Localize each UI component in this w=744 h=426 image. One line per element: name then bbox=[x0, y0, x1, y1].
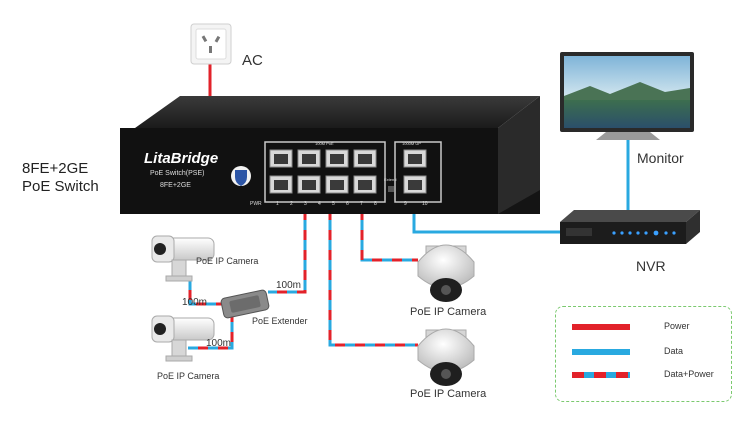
poe-extender-icon bbox=[220, 289, 270, 319]
extender-label: PoE Extender bbox=[252, 316, 308, 326]
cam-bottom-left-label: PoE IP Camera bbox=[157, 371, 220, 381]
uplink-port-number: 10 bbox=[422, 201, 428, 207]
switch-sub2: 8FE+2GE bbox=[160, 182, 191, 189]
pwr-label: PWR bbox=[250, 201, 262, 207]
dome-camera-top-icon bbox=[417, 244, 475, 302]
port-number: 7 bbox=[360, 201, 363, 207]
cable-port5-dome-bottom bbox=[328, 210, 418, 347]
legend bbox=[555, 306, 732, 402]
poe-group-label: 100M PoE bbox=[315, 141, 334, 146]
port-number: 2 bbox=[290, 201, 293, 207]
monitor-icon bbox=[560, 52, 694, 140]
up-group-label: 1000M UP bbox=[402, 141, 421, 146]
switch-sub1: PoE Switch(PSE) bbox=[150, 170, 205, 177]
legend-label-power: Power bbox=[664, 321, 690, 331]
cable-extender-cam2 bbox=[188, 312, 234, 350]
poe-port-top-1-jack bbox=[274, 154, 288, 164]
cable-switch-nvr bbox=[412, 210, 560, 234]
poe-port-bottom-2-jack bbox=[302, 180, 316, 190]
dome-camera-bottom-icon bbox=[417, 328, 475, 386]
switch-ports bbox=[269, 149, 427, 194]
bullet-camera-bottom-icon bbox=[151, 315, 215, 362]
ac-label: AC bbox=[242, 52, 263, 69]
port-number: 5 bbox=[332, 201, 335, 207]
poe-port-bottom-4-jack bbox=[358, 180, 372, 190]
uplink-port-bottom-jack bbox=[408, 180, 422, 190]
bullet-camera-top-icon bbox=[151, 235, 215, 282]
port-number: 6 bbox=[346, 201, 349, 207]
switch-type-label: PoE Switch bbox=[22, 178, 99, 195]
cam-top-left-label: PoE IP Camera bbox=[196, 256, 259, 266]
dist-ext-cam1: 100m bbox=[182, 297, 208, 308]
dist-ext-cam2: 100m bbox=[206, 338, 232, 349]
poe-port-top-3-jack bbox=[330, 154, 344, 164]
uplink-port-number: 9 bbox=[404, 201, 407, 207]
cable-extender-cam1 bbox=[188, 278, 226, 306]
cable-port3-extender bbox=[268, 210, 307, 294]
poe-port-bottom-1-jack bbox=[274, 180, 288, 190]
uplink-port-top-jack bbox=[408, 154, 422, 164]
ac-outlet-icon bbox=[190, 23, 232, 65]
port-number: 4 bbox=[318, 201, 321, 207]
nvr-label: NVR bbox=[636, 258, 666, 274]
nvr-icon bbox=[560, 210, 700, 244]
dist-ext-switch: 100m bbox=[276, 280, 302, 291]
port-number: 8 bbox=[374, 201, 377, 207]
legend-label-both: Data+Power bbox=[664, 369, 714, 379]
cable-port7-dome-top bbox=[360, 210, 418, 262]
monitor-label: Monitor bbox=[637, 150, 684, 166]
poe-switch bbox=[120, 96, 540, 214]
poe-port-bottom-3-jack bbox=[330, 180, 344, 190]
extend-label: Extend bbox=[384, 177, 397, 182]
switch-brand: LitaBridge bbox=[144, 150, 219, 167]
switch-model-label: 8FE+2GE bbox=[22, 160, 89, 177]
poe-port-top-2-jack bbox=[302, 154, 316, 164]
port-number: 3 bbox=[304, 201, 307, 207]
legend-label-data: Data bbox=[664, 346, 684, 356]
port-number: 1 bbox=[276, 201, 279, 207]
dome-top-label: PoE IP Camera bbox=[410, 306, 487, 318]
dome-bottom-label: PoE IP Camera bbox=[410, 388, 487, 400]
poe-port-top-4-jack bbox=[358, 154, 372, 164]
